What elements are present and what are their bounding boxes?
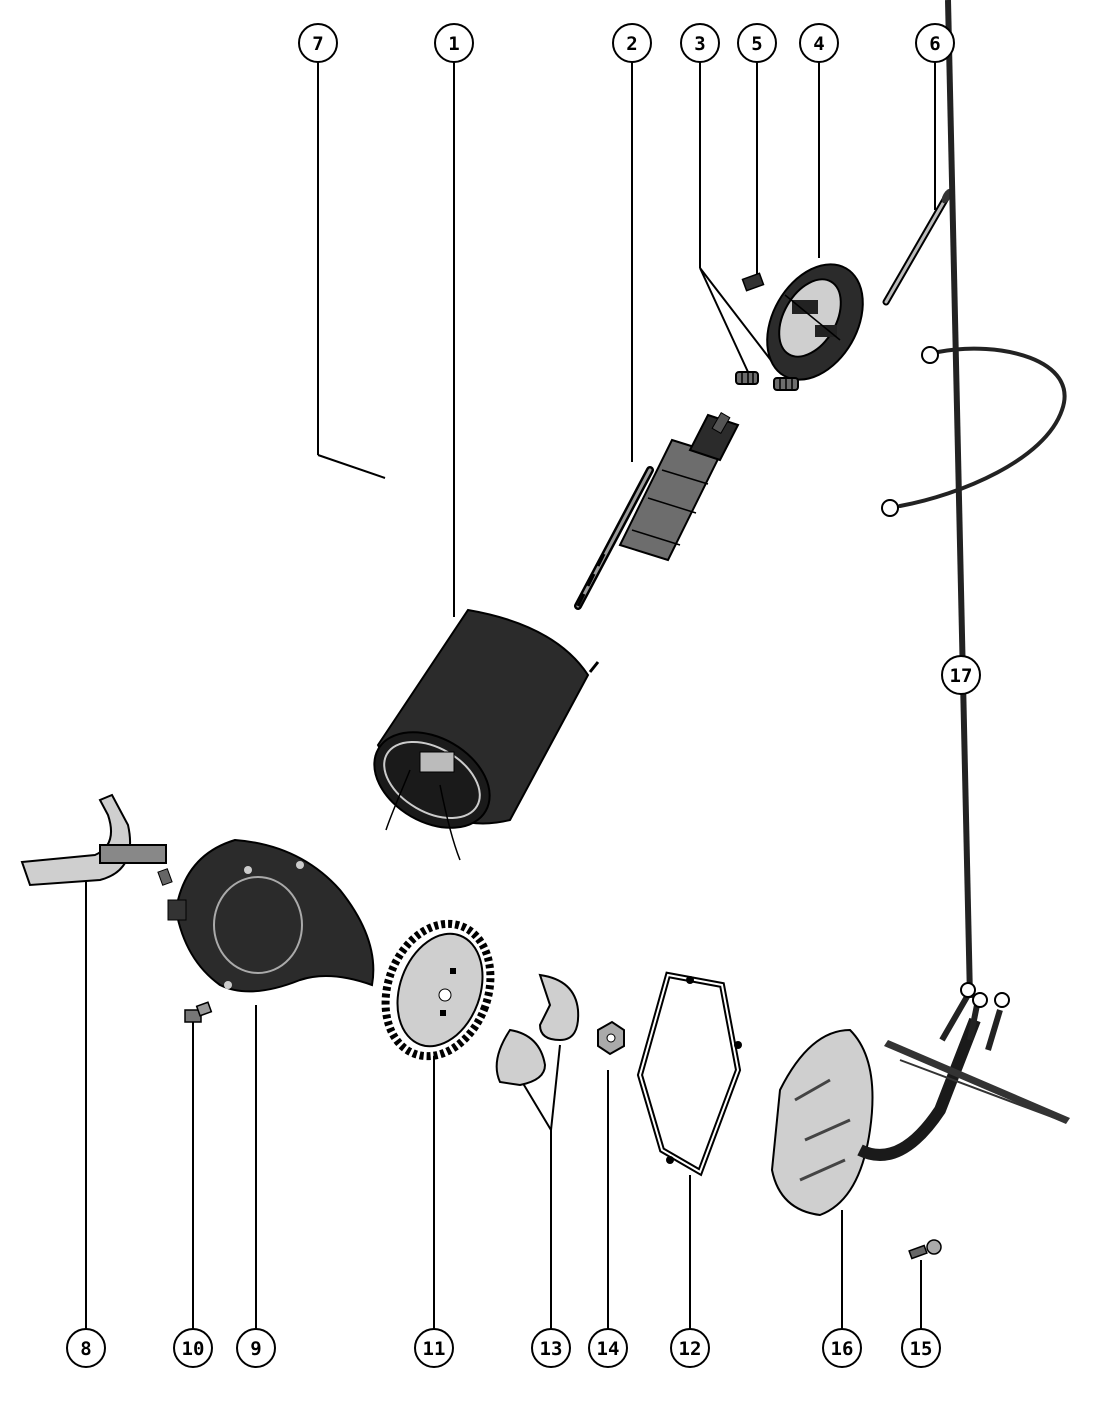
drive-housing-part	[167, 838, 375, 993]
callout-8-label: 8	[80, 1338, 91, 1360]
brush-clip-part	[741, 272, 765, 292]
leader-3a	[699, 267, 749, 373]
callout-3: 3	[680, 23, 720, 63]
callout-12: 12	[670, 1328, 710, 1368]
callout-11: 11	[414, 1328, 454, 1368]
callout-4-label: 4	[813, 33, 824, 55]
leader-7-bend	[317, 454, 386, 479]
callout-9: 9	[236, 1328, 276, 1368]
armature-part	[574, 412, 740, 610]
callout-2: 2	[612, 23, 652, 63]
gasket-part	[636, 971, 742, 1177]
ring-gear-part	[381, 919, 495, 1061]
callout-7-label: 7	[312, 33, 323, 55]
shift-lever-part	[20, 793, 173, 887]
end-cover-assembly-part	[770, 0, 1070, 1217]
nut-part	[597, 1020, 625, 1056]
commutator-end-cap-part	[766, 263, 864, 381]
callout-6: 6	[915, 23, 955, 63]
callout-17-label: 17	[950, 665, 973, 687]
field-frame-housing-part	[373, 608, 600, 829]
callout-8: 8	[66, 1328, 106, 1368]
callout-16-label: 16	[831, 1338, 854, 1360]
callout-9-label: 9	[250, 1338, 261, 1360]
callout-16: 16	[822, 1328, 862, 1368]
callout-4: 4	[799, 23, 839, 63]
callout-5-label: 5	[751, 33, 762, 55]
callout-labels: 7 1 2 3 5 4 6 17	[66, 23, 981, 1368]
callout-3-label: 3	[694, 33, 705, 55]
brush-springs-part	[735, 371, 799, 391]
callout-15-label: 15	[910, 1338, 933, 1360]
shoe-halves-part	[495, 973, 580, 1087]
ground-cable-part	[881, 346, 1067, 517]
callout-14-label: 14	[597, 1338, 620, 1360]
callout-1-label: 1	[448, 33, 459, 55]
housing-bolt-part	[184, 1001, 213, 1023]
callout-13-label: 13	[540, 1338, 563, 1360]
leader-13b	[550, 1044, 561, 1131]
leader-3b	[699, 267, 781, 373]
field-leads-part	[385, 769, 461, 861]
callout-7: 7	[298, 23, 338, 63]
through-bolt-part	[882, 188, 953, 306]
callout-5: 5	[737, 23, 777, 63]
callout-15: 15	[901, 1328, 941, 1368]
callout-12-label: 12	[679, 1338, 702, 1360]
callout-11-label: 11	[423, 1338, 446, 1360]
callout-1: 1	[434, 23, 474, 63]
callout-13: 13	[531, 1328, 571, 1368]
callout-17: 17	[941, 655, 981, 695]
callout-6-label: 6	[929, 33, 940, 55]
callout-10-label: 10	[182, 1338, 205, 1360]
callout-14: 14	[588, 1328, 628, 1368]
cover-screw-part	[908, 1239, 942, 1260]
callout-10: 10	[173, 1328, 213, 1368]
callout-2-label: 2	[626, 33, 637, 55]
